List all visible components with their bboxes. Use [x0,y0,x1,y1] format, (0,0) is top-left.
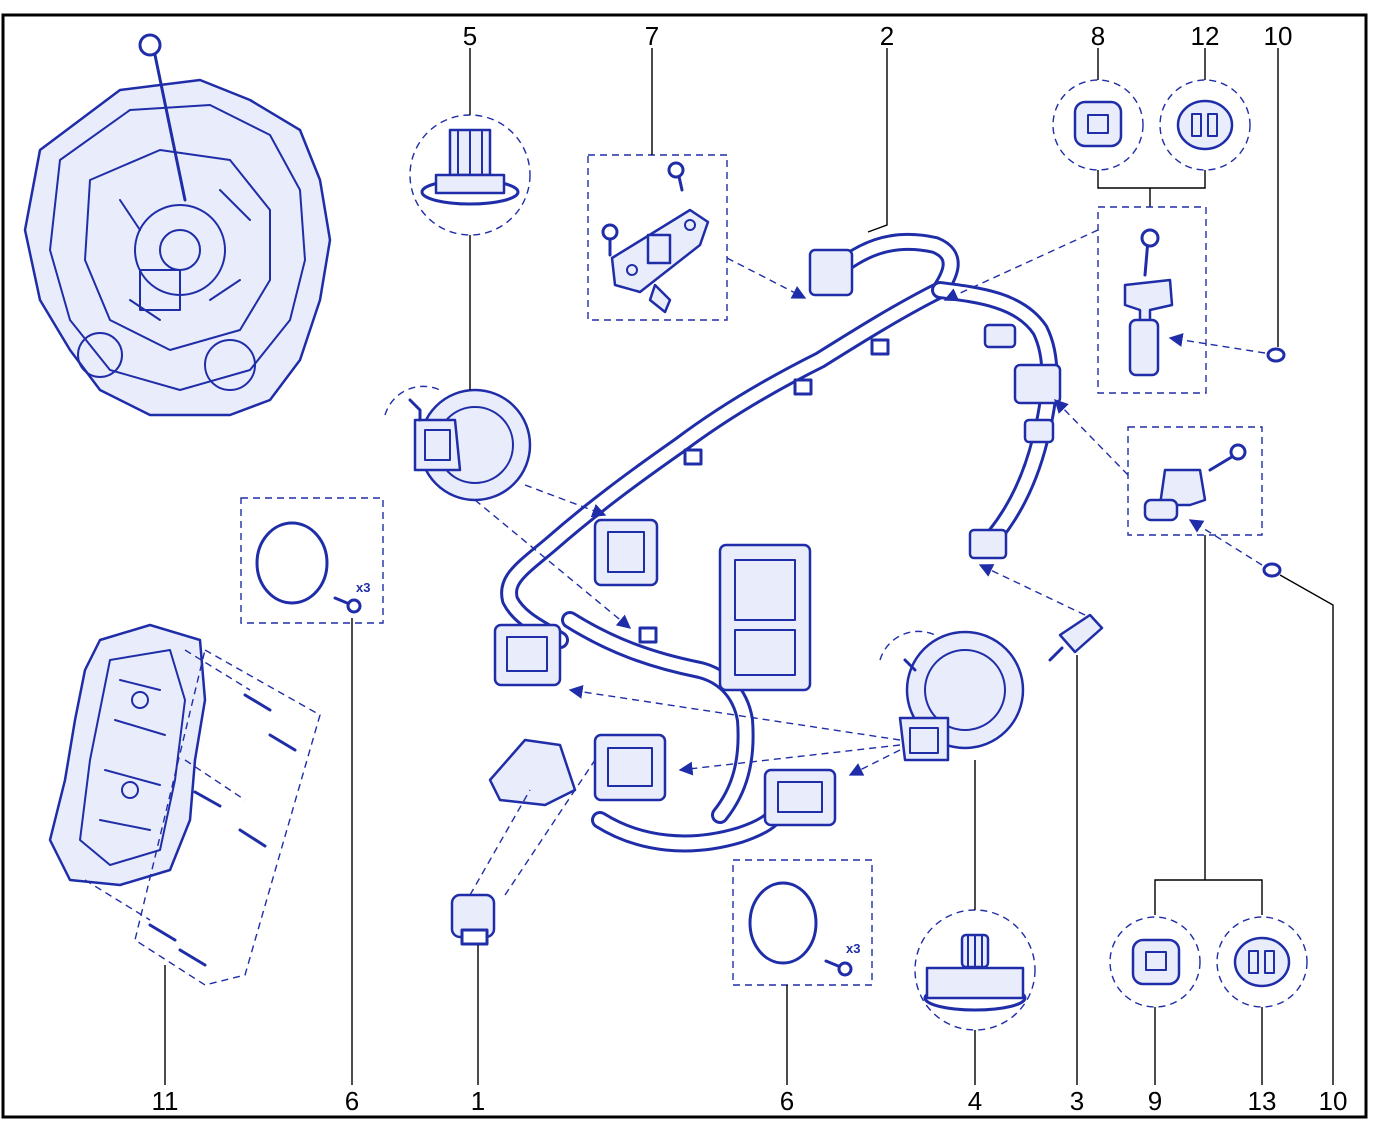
callout-13: 13 [1248,1086,1277,1116]
seal-ring-right [748,881,818,965]
callout-2: 2 [880,21,894,51]
callout-9: 9 [1148,1086,1162,1116]
callout-7: 7 [645,21,659,51]
callout-10-top: 10 [1264,21,1293,51]
part-1-sensor [450,893,496,946]
diagram-frame [1,13,1368,1119]
speed-sensor-kit-box-lower [1127,426,1263,536]
valve-body-kit-box [134,648,321,986]
callout-5: 5 [463,21,477,51]
part-3-temperature-sensor [1048,613,1104,662]
callout-3: 3 [1070,1086,1084,1116]
part-9-connector-detail [1109,916,1201,1008]
callout-12-top: 12 [1191,21,1220,51]
bracket-9-13 [1154,535,1263,915]
seal-kit-box-left [240,497,384,624]
speed-sensor-lower [1143,443,1247,522]
part-4-detail [914,909,1036,1031]
part-8-connector-detail [1052,79,1144,171]
valve-body-part-11 [48,623,207,887]
assembly-arrows [469,229,1129,896]
callout-numbers: 5 7 2 8 12 10 11 6 1 6 4 3 9 13 10 [152,21,1348,1116]
wiring-harness-part-2 [488,232,1062,853]
bracket-8-12 [1097,170,1206,207]
quantity-label-kit-right: x3 [846,941,860,956]
seal-ring-left [255,521,329,605]
valve-body-bolts [148,693,297,967]
callout-1: 1 [471,1086,485,1116]
part-5-detail [409,114,531,236]
part-7-kit-box [587,154,728,321]
callout-8: 8 [1091,21,1105,51]
o-ring-10-lower [1262,562,1282,578]
o-ring-10-upper [1266,347,1286,363]
callout-4: 4 [968,1086,982,1116]
leader-lines [164,48,1334,1085]
callout-6-left: 6 [345,1086,359,1116]
speed-sensor-kit-box-upper [1097,206,1207,394]
speed-sensor-upper [1123,228,1174,377]
part-12-connector-detail [1159,79,1251,171]
part-7-bracket [601,161,710,314]
transmission-assembly [23,33,332,417]
quantity-label-kit-left: x3 [356,580,370,595]
pressure-sensor-upper [384,385,532,502]
callout-11: 11 [152,1086,179,1116]
part-13-connector-detail [1216,916,1308,1008]
pressure-sensor-lower [879,630,1025,762]
callout-10-bottom: 10 [1319,1086,1348,1116]
callout-6-right: 6 [780,1086,794,1116]
